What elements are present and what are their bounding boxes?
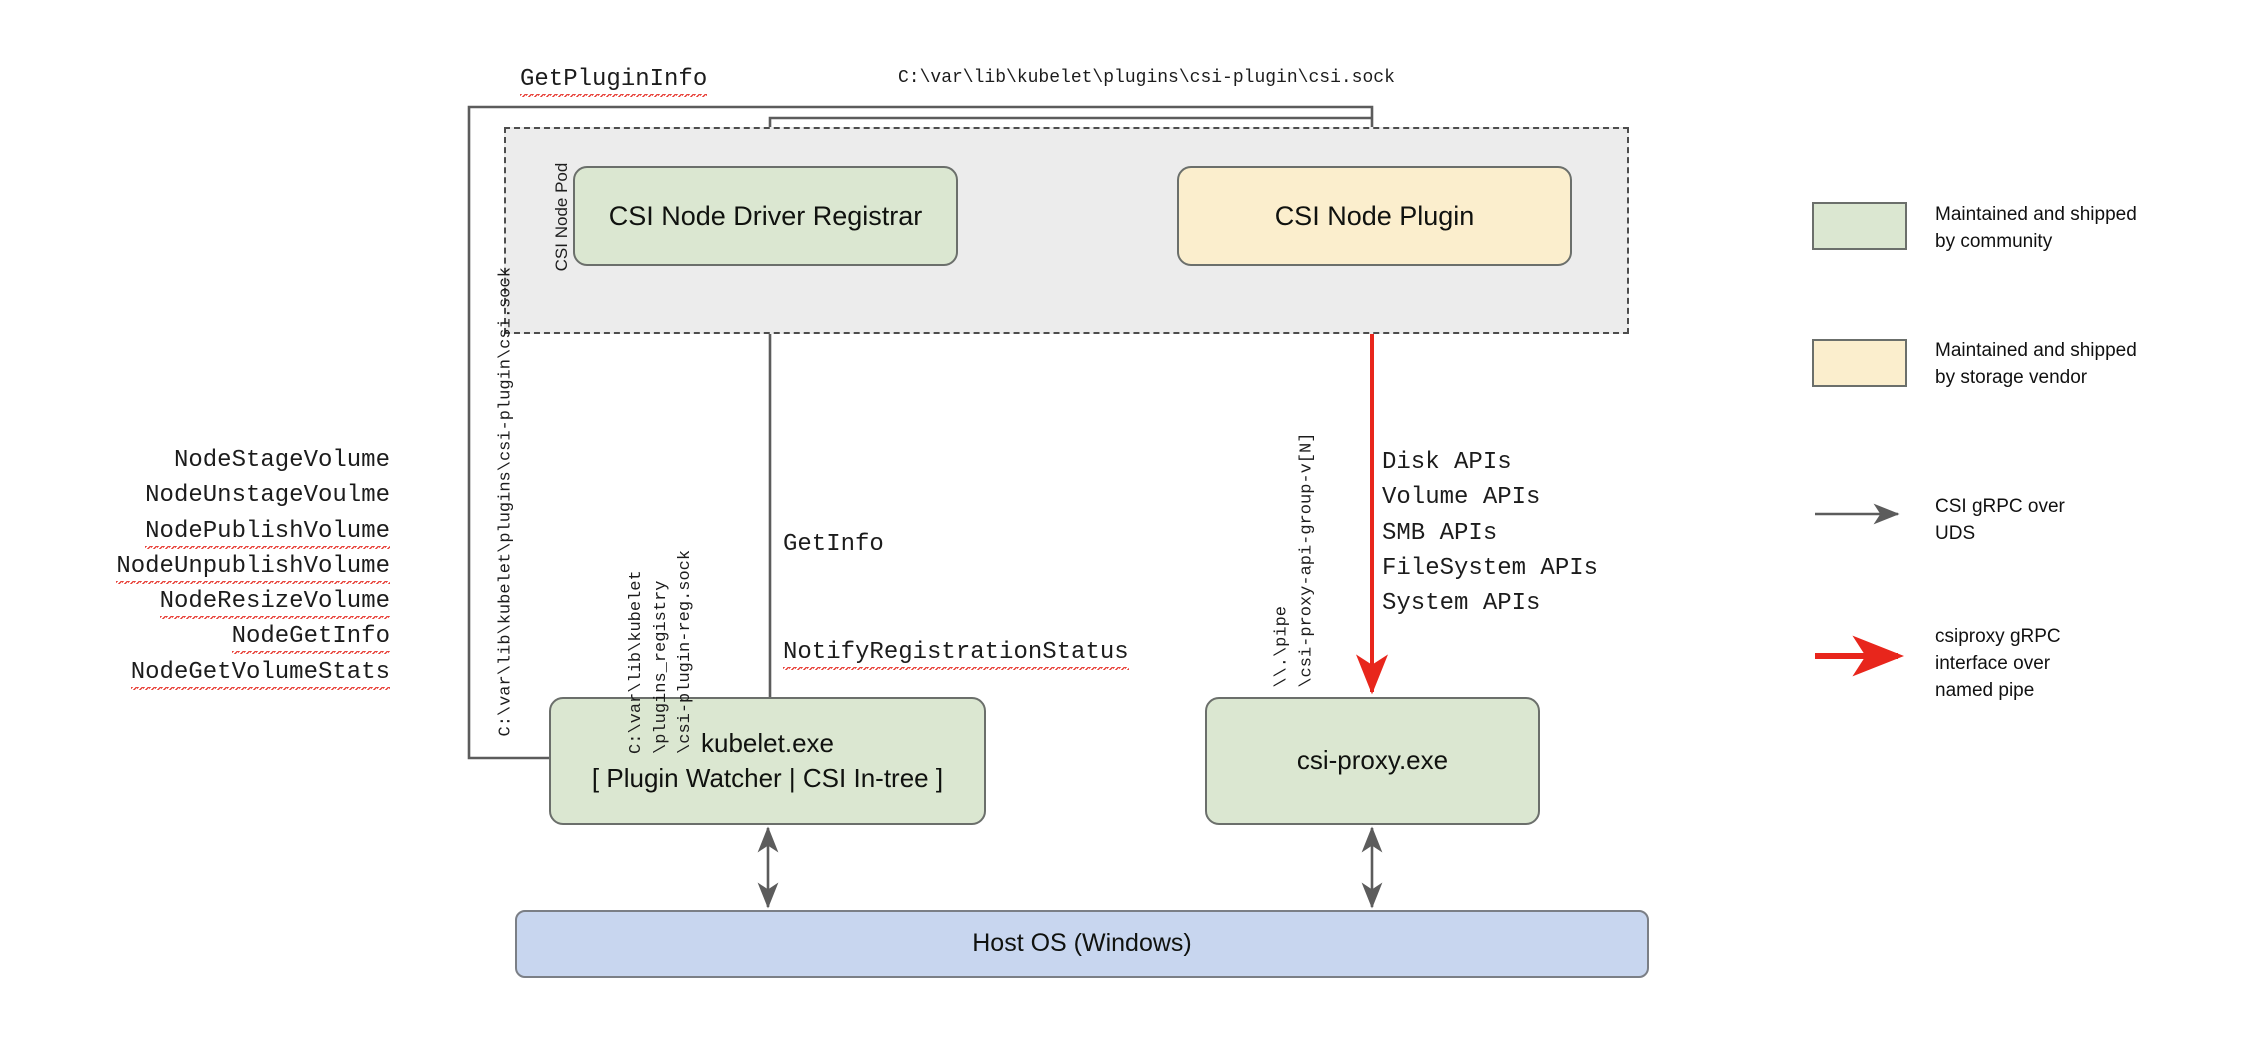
list-item: System APIs [1382,590,1541,618]
label-csi-sock-path-top: C:\var\lib\kubelet\plugins\csi-plugin\cs… [898,68,1395,88]
label-get-plugin-info: GetPluginInfo [520,66,708,97]
legend-swatch-community [1812,202,1907,250]
legend-swatch-vendor [1812,339,1907,387]
list-item: NodePublishVolume [100,514,390,549]
list-item: NodeResizeVolume [100,584,390,620]
list-item: SMB APIs [1382,519,1498,547]
list-item-label: NodeResizeVolume [159,588,390,620]
legend-label-vendor: Maintained and shipped by storage vendor [1935,340,2137,388]
list-item: NodeUnpublishVolume [100,549,390,584]
label-text: GetPluginInfo [520,66,708,97]
list-item: NodeUnstageVoulme [145,482,390,510]
list-item: Disk APIs [1382,449,1512,476]
list-item-label: NodePublishVolume [145,517,390,549]
list-item: Volume APIs [1382,484,1541,512]
csi-node-pod-label: CSI Node Pod [552,162,571,272]
node-label: CSI Node Driver Registrar [608,200,923,231]
label-uds-socket-path-vertical: C:\var\lib\kubelet\plugins\csi-plugin\cs… [496,267,516,737]
label-registration-rpcs: GetInfo NotifyRegistrationStatus [783,455,1129,743]
list-item: FileSystem APIs [1382,554,1599,582]
list-item-label: NodeGetInfo [231,623,390,655]
legend-label-community: Maintained and shipped by community [1935,204,2137,252]
list-item-label: NodeUnpublishVolume [116,552,390,584]
label-notify-registration-status: NotifyRegistrationStatus [783,639,1129,670]
legend-label-namedpipe-arrow: csiproxy gRPC interface over named pipe [1935,626,2061,701]
legend-label-uds-arrow: CSI gRPC over UDS [1935,496,2065,544]
label-registration-socket-path-vertical: C:\var\lib\kubelet \plugins_registry \cs… [627,549,696,754]
list-item: NodeStageVolume [173,447,390,474]
list-item: NodeGetInfo [100,619,390,655]
label-get-info: GetInfo [783,531,884,558]
node-kubelet-exe[interactable]: kubelet.exe [ Plugin Watcher | CSI In-tr… [549,697,986,825]
node-host-os[interactable]: Host OS (Windows) [515,910,1649,978]
node-label: Host OS (Windows) [972,929,1192,958]
node-label: csi-proxy.exe [1296,745,1449,776]
list-item-label: NodeGetVolumeStats [130,658,390,690]
node-csi-proxy-exe[interactable]: csi-proxy.exe [1205,697,1540,825]
node-csi-node-plugin[interactable]: CSI Node Plugin [1177,166,1572,266]
node-label-line2: [ Plugin Watcher | CSI In-tree ] [591,763,944,793]
label-named-pipe-path-vertical: \\.\pipe \csi-proxy-api-group-v[N] [1272,432,1316,688]
node-label: CSI Node Plugin [1274,200,1475,231]
node-label-line1: kubelet.exe [701,727,834,758]
list-item: NodeGetVolumeStats [100,655,390,690]
node-csi-node-driver-registrar[interactable]: CSI Node Driver Registrar [573,166,958,266]
